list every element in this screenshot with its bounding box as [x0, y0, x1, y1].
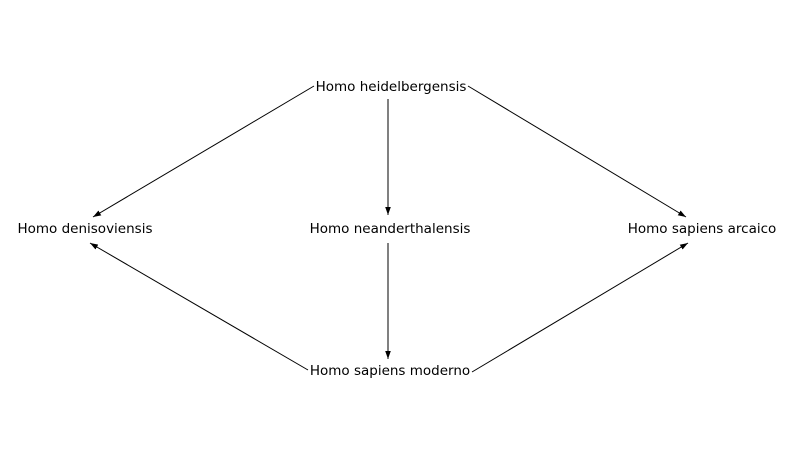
edge-sapiens-moderno-to-denisoviensis	[89, 242, 309, 371]
node-homo-heidelbergensis: Homo heidelbergensis	[316, 79, 467, 95]
edge-heidelbergensis-to-denisoviensis	[92, 85, 315, 218]
edge-sapiens-moderno-to-sapiens-arcaico	[471, 242, 689, 373]
node-homo-denisoviensis: Homo denisoviensis	[17, 221, 152, 237]
node-homo-sapiens-arcaico: Homo sapiens arcaico	[628, 221, 777, 237]
node-homo-neanderthalensis: Homo neanderthalensis	[310, 221, 471, 237]
edge-heidelbergensis-to-sapiens-arcaico	[467, 85, 687, 218]
node-homo-sapiens-moderno: Homo sapiens moderno	[310, 363, 470, 379]
